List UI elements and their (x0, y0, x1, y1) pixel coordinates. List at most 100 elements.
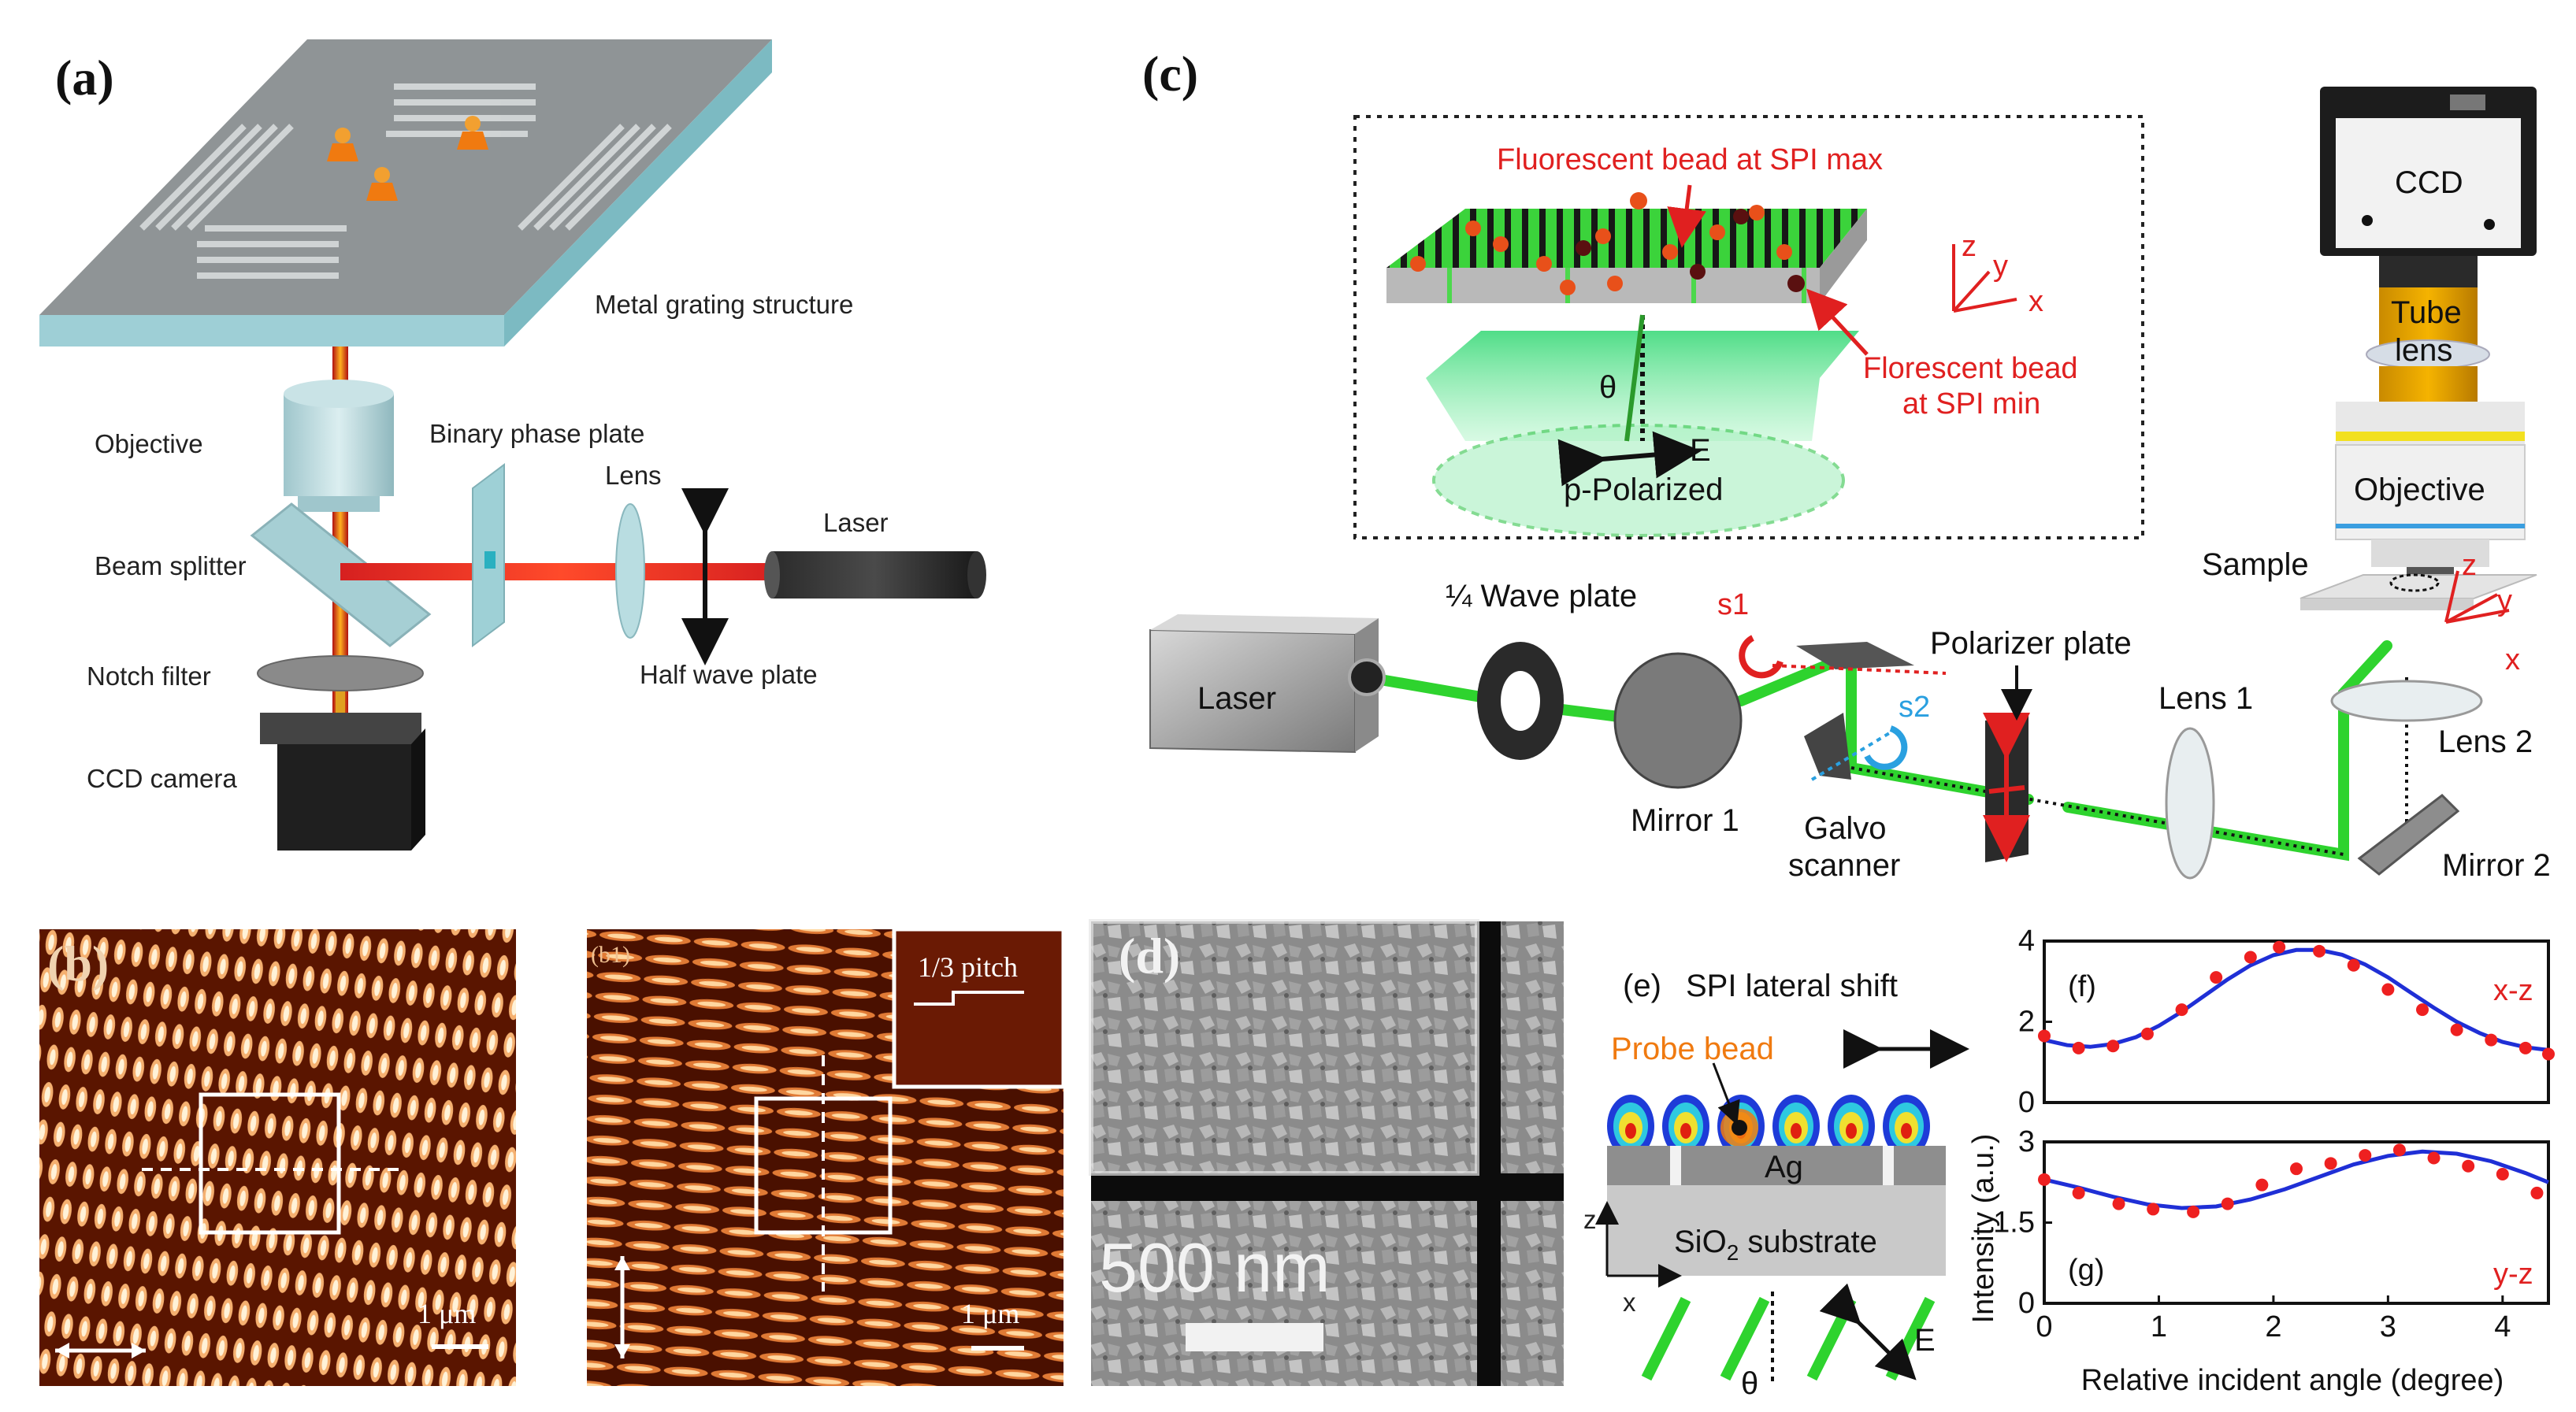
substrate-label: SiO2 substrate (1674, 1225, 1877, 1265)
bead-max-label: Fluorescent bead at SPI max (1497, 143, 1883, 176)
ccd-camera-label: CCD camera (87, 764, 237, 793)
data-point (2530, 1186, 2544, 1199)
lens1-label: Lens 1 (2158, 681, 2253, 716)
panel-b-letter: (b) (47, 936, 109, 991)
laser-a (764, 551, 986, 599)
polarizer-label: Polarizer plate (1930, 626, 2132, 661)
lens-1 (2165, 727, 2215, 880)
scale-label-d: 500 nm (1099, 1229, 1331, 1306)
e-field-arrow (1557, 431, 1702, 487)
data-point (2187, 1205, 2200, 1218)
sample-axis-y: y (2497, 584, 2512, 617)
data-point (2313, 944, 2326, 958)
tube-label-2: lens (2395, 333, 2452, 368)
panel-e-letter: (e) (1623, 969, 1661, 1003)
roi-box-b (199, 1092, 341, 1235)
objective-label: Objective (95, 429, 203, 458)
scale-bar-d (1186, 1323, 1323, 1351)
sample-axis-x: x (2505, 643, 2520, 676)
e-label-e: E (1914, 1323, 1936, 1358)
mirror-2 (2357, 794, 2460, 876)
y-tick-label: 1.5 (1993, 1206, 2035, 1240)
chart-xlabel: Relative incident angle (degree) (2081, 1364, 2504, 1397)
laser-c-label: Laser (1197, 681, 1276, 716)
spi-field-lobes (1607, 1095, 1930, 1158)
charts-fg: Intensity (a.u.) Relative incident angle… (1967, 925, 2555, 1397)
notch-filter-label: Notch filter (87, 662, 211, 691)
data-point (2462, 1159, 2475, 1173)
y-tick-label: 3 (2018, 1125, 2035, 1158)
panel-letter: (f) (2068, 970, 2096, 1003)
data-point (2518, 1041, 2532, 1054)
galvo-label-1: Galvo (1804, 811, 1887, 846)
panel-c: (c) θ (1142, 46, 2551, 883)
data-point (2450, 1023, 2463, 1036)
objective-c-label: Objective (2354, 473, 2485, 507)
data-point (2210, 971, 2223, 984)
s2-rotation (1864, 725, 1908, 770)
theta-e: θ (1741, 1366, 1758, 1401)
panel-a-letter: (a) (55, 50, 114, 106)
grating-label: Metal grating structure (595, 290, 853, 319)
data-point (2381, 983, 2395, 996)
inset-axis-z: z (1962, 230, 1977, 263)
x-tick-label: 0 (2036, 1310, 2052, 1343)
metal-grating-slab (39, 39, 772, 347)
laser-c (1149, 614, 1386, 754)
sample-stage (2299, 573, 2537, 610)
mirror2-label: Mirror 2 (2442, 848, 2551, 883)
y-tick-label: 2 (2018, 1006, 2035, 1039)
panel-e-title: SPI lateral shift (1686, 969, 1898, 1003)
half-wave-label: Half wave plate (640, 660, 818, 689)
plot-frame (2043, 939, 2550, 1104)
mirror1-label: Mirror 1 (1631, 803, 1739, 838)
probe-bead-label: Probe bead (1611, 1032, 1774, 1066)
ccd-camera (260, 713, 425, 851)
data-point (2290, 1162, 2303, 1176)
data-point (2244, 951, 2257, 964)
notch-filter (257, 655, 424, 691)
lens2-label: Lens 2 (2438, 725, 2533, 759)
x-tick-label: 1 (2151, 1310, 2167, 1343)
data-point (2140, 1027, 2154, 1040)
data-point (2255, 1178, 2269, 1191)
laser-a-label: Laser (823, 508, 889, 537)
beam-horizontal (340, 563, 781, 580)
panel-b: (b) 1 μm (39, 929, 516, 1386)
sample-axis-z: z (2462, 549, 2477, 582)
lens (615, 503, 645, 639)
plane-annotation: x-z (2493, 974, 2533, 1007)
data-point (2072, 1041, 2085, 1054)
objective (284, 380, 394, 512)
fit-curve (2043, 1149, 2549, 1210)
substrate (1607, 1185, 1946, 1276)
x-tick-label: 2 (2265, 1310, 2281, 1343)
panel-c-letter: (c) (1142, 46, 1198, 102)
inset-b1-label: 1/3 pitch (918, 951, 1018, 983)
data-point (2427, 1151, 2441, 1165)
data-point (2106, 1040, 2120, 1053)
phase-plate-label: Binary phase plate (429, 419, 644, 448)
quarter-wave-plate (1477, 642, 1564, 760)
orange-bead-markers (327, 116, 488, 201)
incident-ray (1624, 314, 1645, 442)
data-point (2175, 1003, 2188, 1017)
data-point (2112, 1197, 2125, 1210)
inset-grating (1386, 209, 1867, 303)
lens-label: Lens (605, 461, 662, 490)
panel-a: (a) Metal grating structure (39, 39, 986, 851)
data-point (2221, 1197, 2234, 1210)
data-point (2496, 1168, 2509, 1180)
fluorescent-beads (1410, 192, 1805, 295)
data-point (2147, 1203, 2160, 1216)
y-tick-label: 0 (2018, 1086, 2035, 1119)
fit-curve (2043, 947, 2549, 1052)
y-tick-label: 0 (2018, 1287, 2035, 1320)
sample-axes (2444, 570, 2510, 624)
inset-b1 (892, 927, 1066, 1089)
panel-letter: (g) (2068, 1254, 2104, 1287)
inset-axis-y: y (1993, 250, 2008, 283)
data-point (2324, 1157, 2337, 1170)
data-point (2542, 1047, 2555, 1061)
incident-arrows-e (1641, 1296, 1936, 1381)
